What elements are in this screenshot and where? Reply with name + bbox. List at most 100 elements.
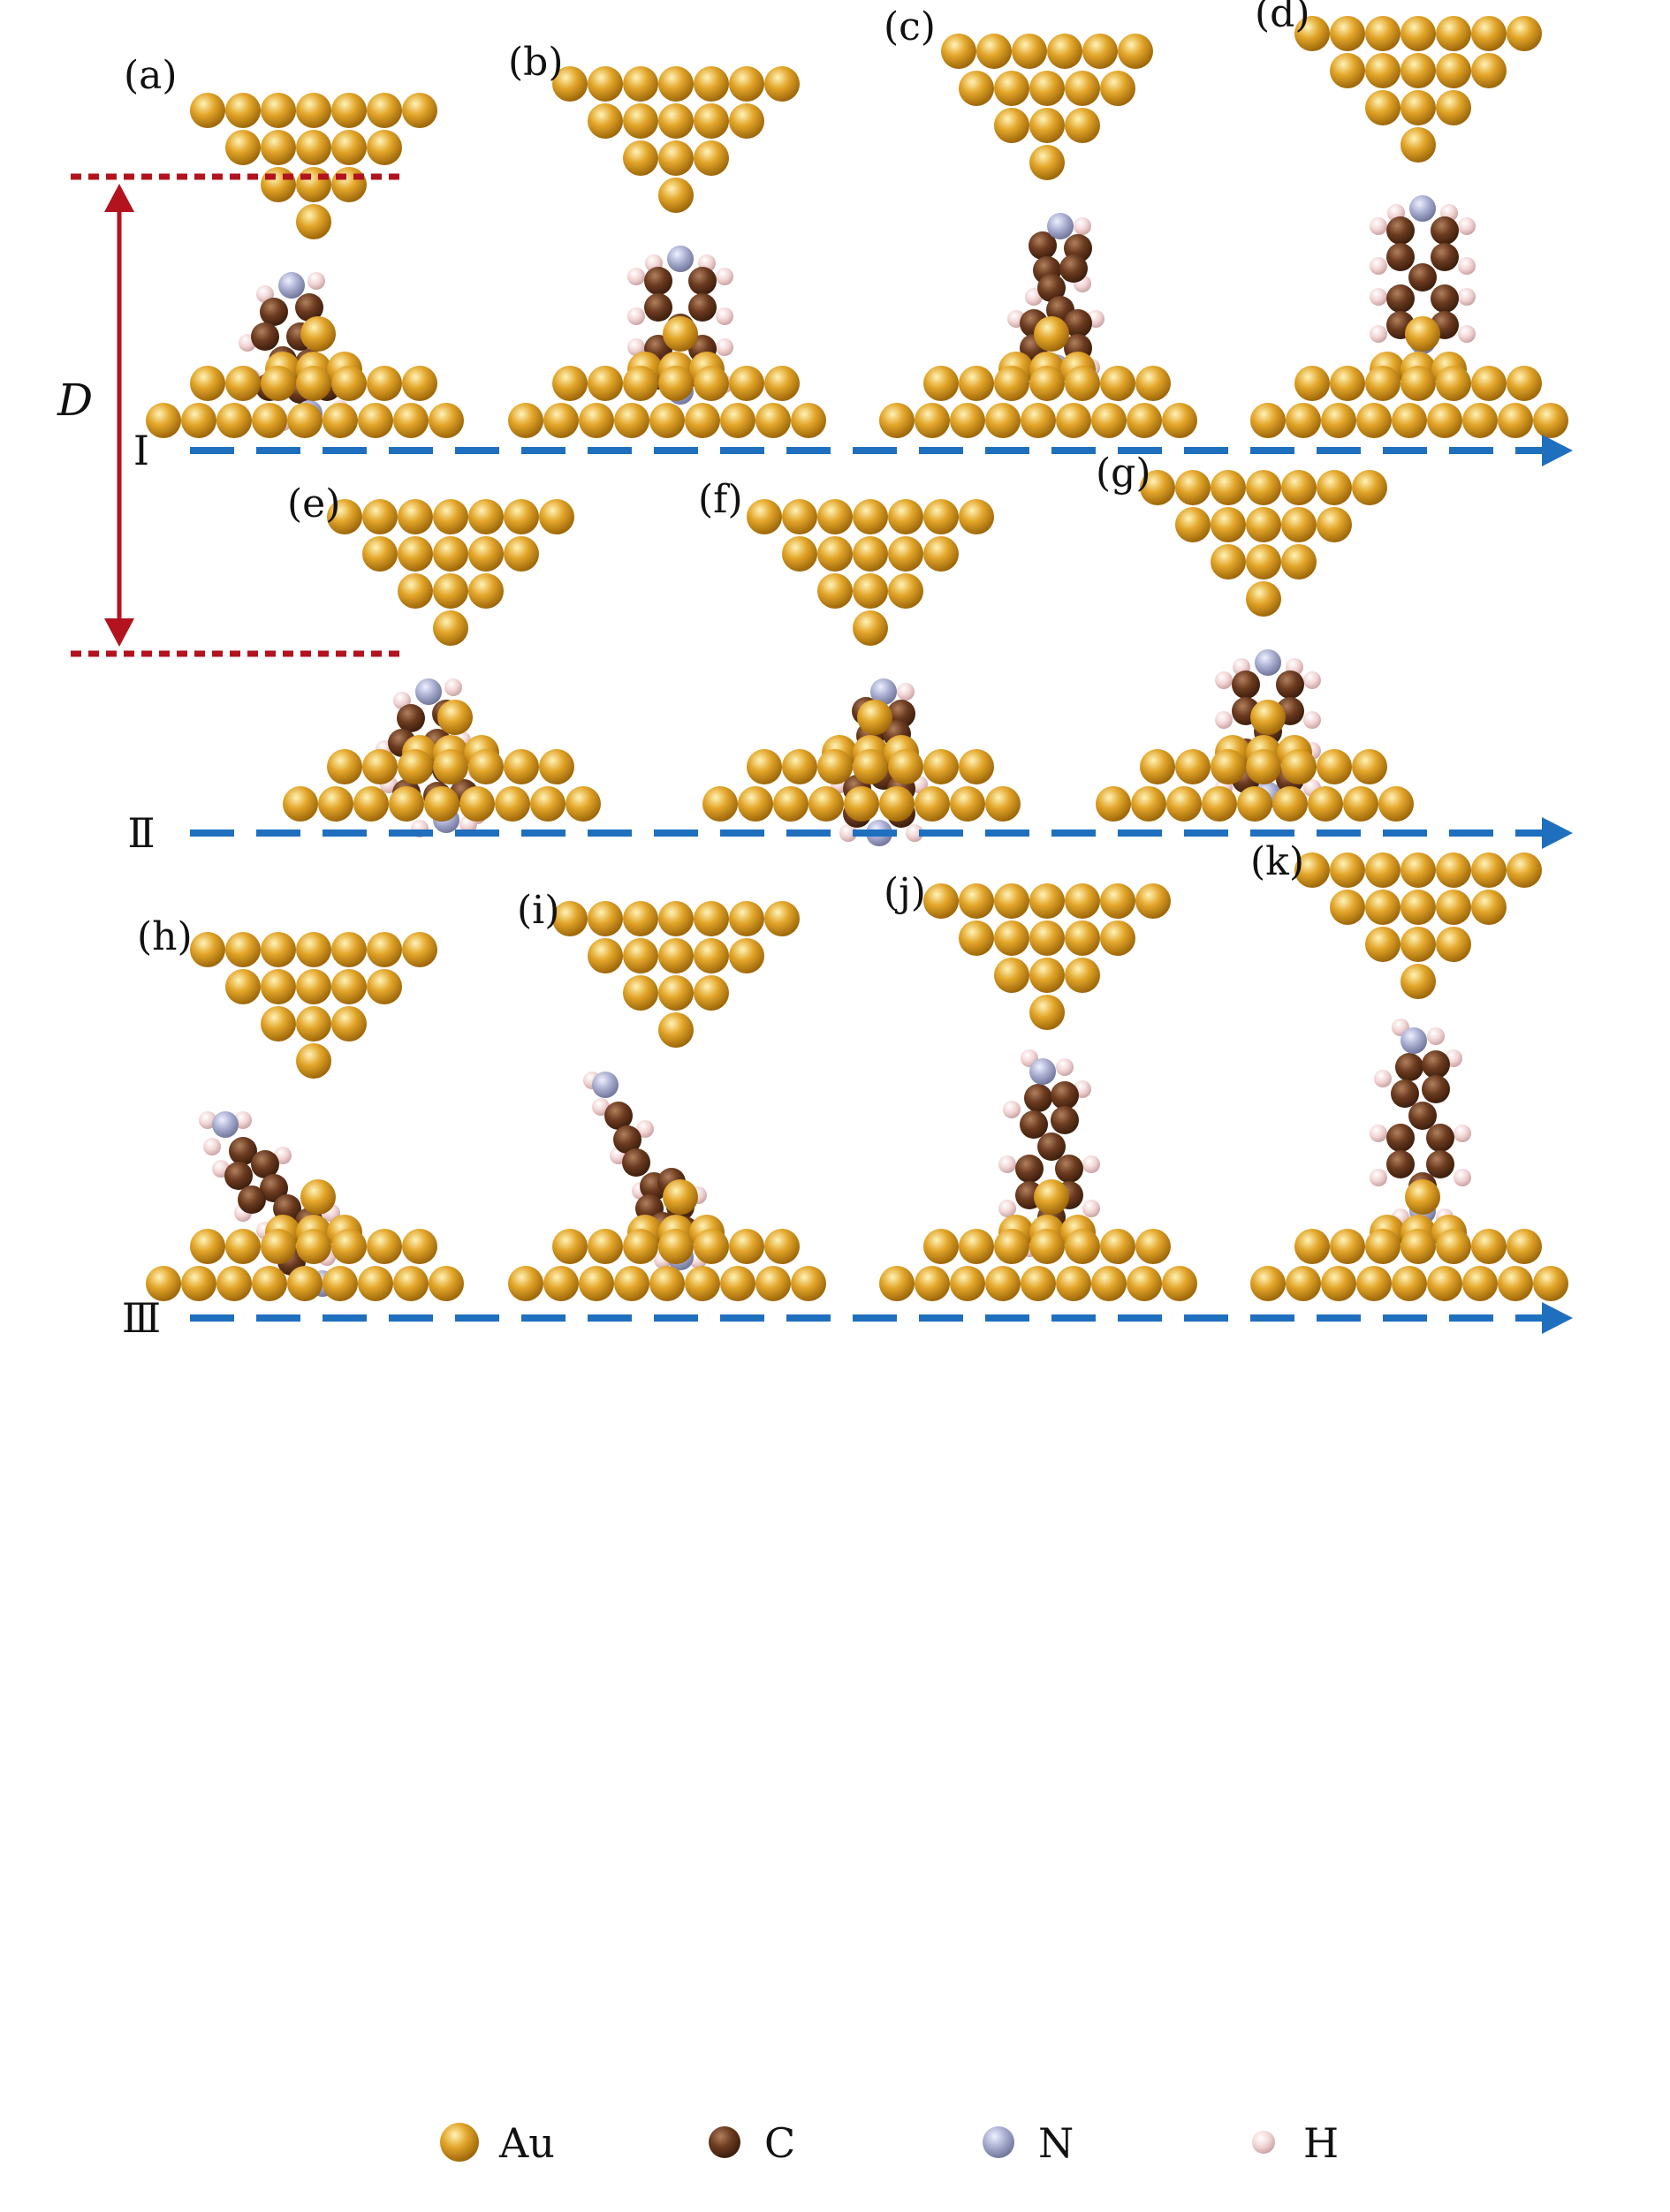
au-atom (853, 573, 888, 609)
au-atom (362, 499, 398, 534)
au-atom (1140, 470, 1175, 505)
au-atom (817, 749, 853, 784)
au-atom (1471, 366, 1507, 401)
c-atom (260, 298, 288, 326)
au-atom (729, 66, 764, 102)
au-atom (791, 1266, 826, 1301)
c-atom (251, 322, 279, 351)
au-atom (1401, 53, 1436, 88)
au-atom (468, 499, 504, 534)
au-atom (543, 403, 579, 438)
au-atom (331, 932, 367, 967)
panel-j (879, 883, 1197, 1301)
au-atom (1294, 366, 1330, 401)
panel-a (146, 93, 464, 438)
au-atom (782, 536, 817, 572)
au-atom (1294, 852, 1330, 888)
h-atom (998, 1155, 1016, 1173)
h-atom (627, 268, 645, 285)
au-atom (331, 167, 367, 202)
h-atom (1215, 711, 1233, 729)
n-atom (870, 678, 897, 705)
au-atom (1029, 108, 1065, 143)
c-atom (1431, 216, 1459, 245)
au-atom (362, 536, 398, 572)
au-atom (433, 573, 468, 609)
au-atom (296, 932, 331, 967)
au-atom (649, 403, 685, 438)
au-atom (437, 700, 473, 735)
au-atom (1321, 403, 1356, 438)
au-atom (959, 499, 994, 534)
au-atom (694, 938, 729, 973)
c-atom (688, 267, 717, 295)
au-atom (1286, 403, 1321, 438)
panel-label: (b) (508, 40, 564, 85)
au-atom (389, 786, 424, 822)
au-atom (1135, 883, 1171, 919)
distance-label: D (57, 375, 93, 426)
au-atom (353, 786, 389, 822)
au-atom (331, 130, 367, 165)
au-atom (402, 366, 437, 401)
h-atom (1056, 1058, 1074, 1076)
au-atom (530, 786, 566, 822)
n-atom (1029, 1058, 1056, 1085)
au-atom (216, 1266, 252, 1301)
au-atom (738, 786, 773, 822)
au-atom (327, 749, 362, 784)
c-atom (1037, 1133, 1066, 1161)
au-atom (358, 403, 393, 438)
au-atom (658, 901, 694, 936)
c-atom (1395, 1053, 1423, 1081)
au-atom (1436, 16, 1471, 51)
au-atom (1100, 1229, 1135, 1264)
au-atom (1330, 366, 1365, 401)
au-atom (1286, 1266, 1321, 1301)
au-atom (287, 1266, 323, 1301)
au-atom (764, 66, 800, 102)
c-atom (1386, 1150, 1415, 1178)
c-atom (644, 267, 672, 295)
au-atom (323, 1266, 358, 1301)
row-numeral: Ⅱ (127, 809, 155, 857)
au-atom (1330, 852, 1365, 888)
h-atom (1374, 1070, 1392, 1087)
au-atom (1034, 1179, 1069, 1215)
au-atom (1330, 890, 1365, 925)
au-atom (959, 366, 994, 401)
au-atom (225, 932, 261, 967)
c-atom (1015, 1155, 1044, 1183)
c-atom (1431, 243, 1459, 271)
au-atom (433, 499, 468, 534)
au-atom (1056, 403, 1091, 438)
au-atom (1250, 700, 1286, 735)
au-atom (1378, 786, 1414, 822)
au-atom (1246, 749, 1281, 784)
au-atom (782, 499, 817, 534)
au-atom (1462, 403, 1498, 438)
n-atom (1409, 195, 1436, 222)
au-atom (853, 499, 888, 534)
n-atom (1401, 1027, 1427, 1054)
c-atom (1426, 1150, 1454, 1178)
c-atom (1024, 1084, 1052, 1112)
n-atom (1047, 213, 1074, 239)
au-atom (658, 938, 694, 973)
au-atom (1405, 1179, 1440, 1215)
au-atom (1427, 1266, 1462, 1301)
au-atom (588, 103, 623, 139)
au-atom (367, 366, 402, 401)
au-atom (994, 958, 1029, 993)
au-atom (1401, 927, 1436, 962)
au-atom (1127, 1266, 1162, 1301)
au-atom (367, 130, 402, 165)
au-atom (994, 883, 1029, 919)
c-atom (1422, 1050, 1450, 1079)
h-atom (998, 1200, 1016, 1217)
h-atom (1370, 288, 1387, 306)
au-atom (588, 901, 623, 936)
au-atom (261, 93, 296, 128)
au-atom (623, 975, 658, 1011)
